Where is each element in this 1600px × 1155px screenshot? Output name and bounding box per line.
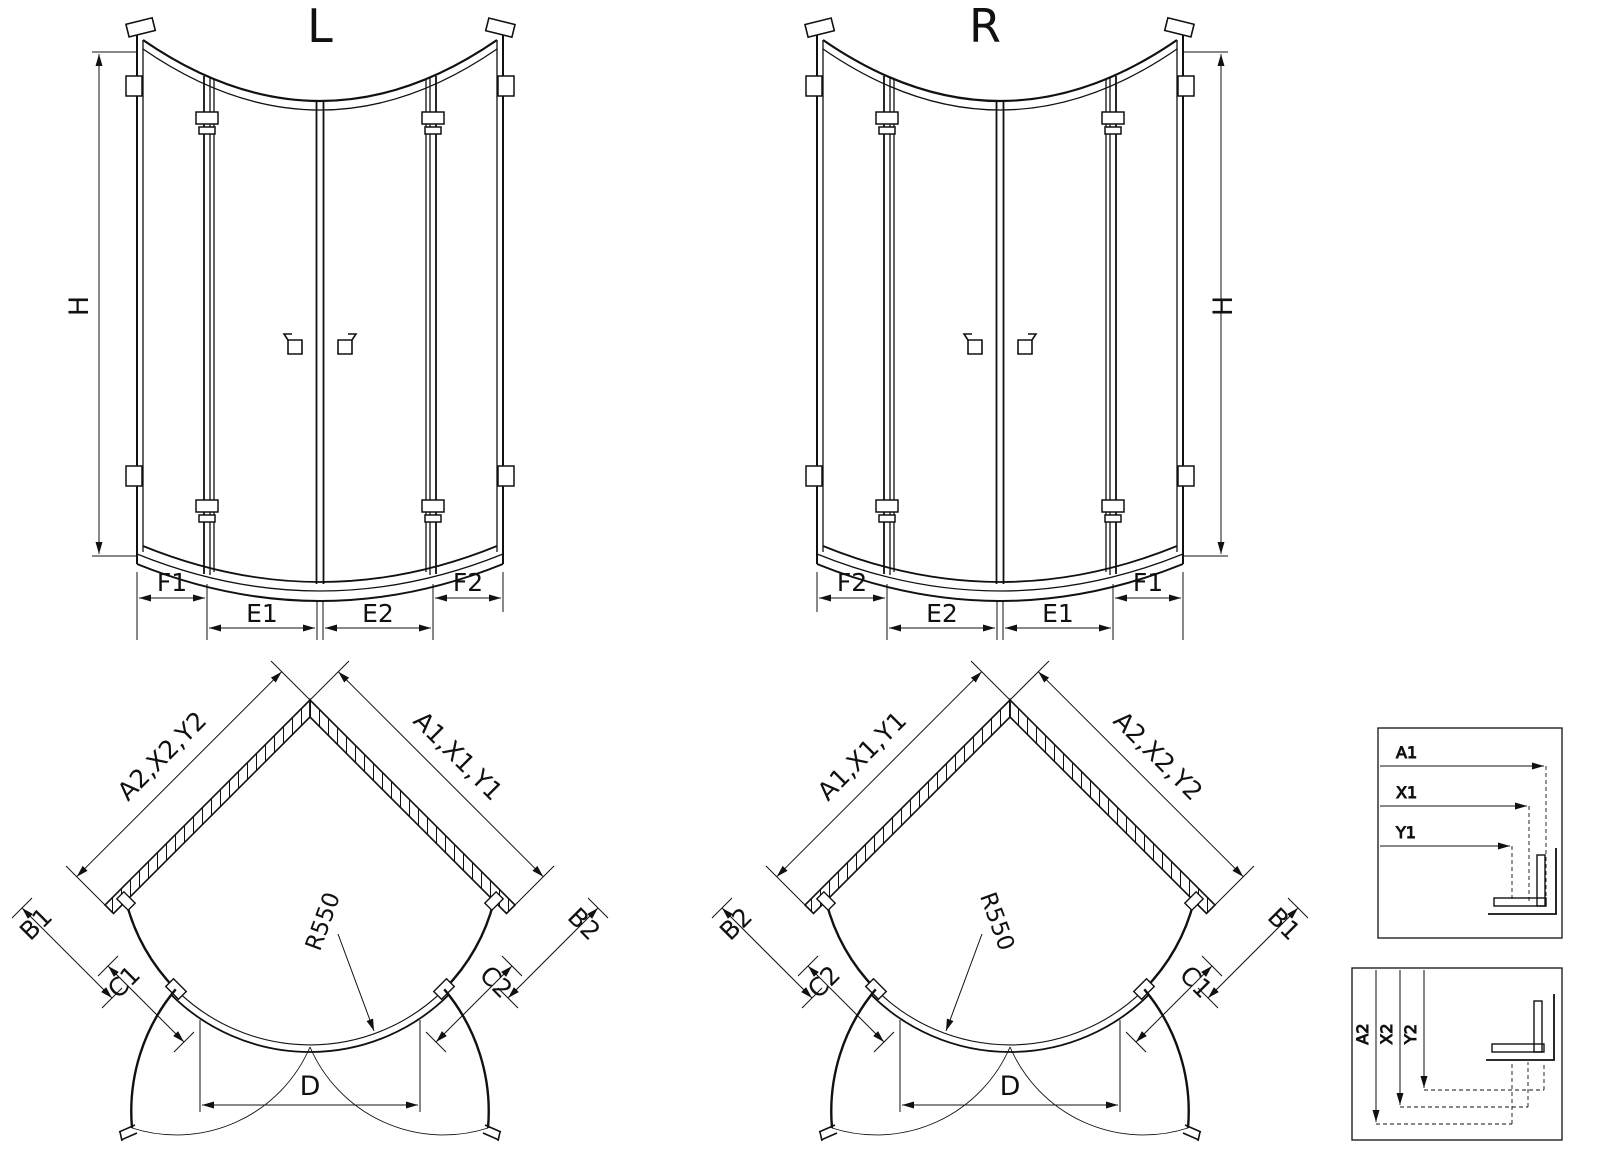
dim-f2: F2 [453, 568, 483, 597]
detail-dim-x2: X2 [1377, 1023, 1396, 1044]
dim-b1: B1 [14, 902, 58, 946]
detail-dim-a2: A2 [1353, 1023, 1372, 1044]
dim-height: H [64, 296, 95, 316]
detail-box-top: A1 X1 Y1 [1377, 727, 1563, 939]
plan-view-right: A1,X1,Y1 A2,X2,Y2 B2 B1 C2 C1 R550 D [712, 661, 1308, 1141]
plan-view-right-geometry [712, 661, 1308, 1141]
dim-e2: E2 [926, 599, 958, 628]
front-elevation-left-geometry [92, 18, 515, 640]
view-title-right: R [969, 0, 1001, 53]
front-elevation-right: R H F2 E2 E1 F1 [805, 0, 1239, 640]
dim-radius: R550 [974, 889, 1019, 954]
dim-height: H [1208, 296, 1239, 316]
plan-view-left-geometry [12, 661, 608, 1141]
dim-f1: F1 [157, 568, 187, 597]
front-elevation-right-geometry [805, 18, 1228, 640]
dim-f2: F2 [837, 568, 867, 597]
dim-b1: B1 [1262, 902, 1306, 946]
dim-radius: R550 [301, 889, 346, 954]
dim-b2: B2 [714, 902, 758, 946]
dim-e1: E1 [1042, 599, 1074, 628]
detail-dim-x1: X1 [1396, 783, 1417, 802]
plan-view-left: A2,X2,Y2 A1,X1,Y1 B1 B2 C1 C2 R550 D [12, 661, 608, 1141]
front-elevation-left: L H F1 E1 E2 F2 [64, 0, 515, 640]
view-title-left: L [307, 0, 333, 53]
dim-e2: E2 [362, 599, 394, 628]
dim-f1: F1 [1133, 568, 1163, 597]
detail-top-leaders [1511, 766, 1547, 902]
corner-profile-detail-bottom [1486, 994, 1555, 1061]
detail-dim-y1: Y1 [1395, 823, 1416, 842]
detail-dim-a1: A1 [1396, 743, 1417, 762]
detail-bottom-leaders [1376, 1062, 1545, 1125]
dim-e1: E1 [246, 599, 278, 628]
dim-d: D [1000, 1071, 1021, 1102]
detail-dim-y2: Y2 [1401, 1024, 1420, 1045]
dim-d: D [300, 1071, 321, 1102]
detail-box-bottom: A2 X2 Y2 [1351, 967, 1563, 1141]
dim-b2: B2 [562, 902, 606, 946]
corner-profile-detail-top [1488, 848, 1557, 915]
